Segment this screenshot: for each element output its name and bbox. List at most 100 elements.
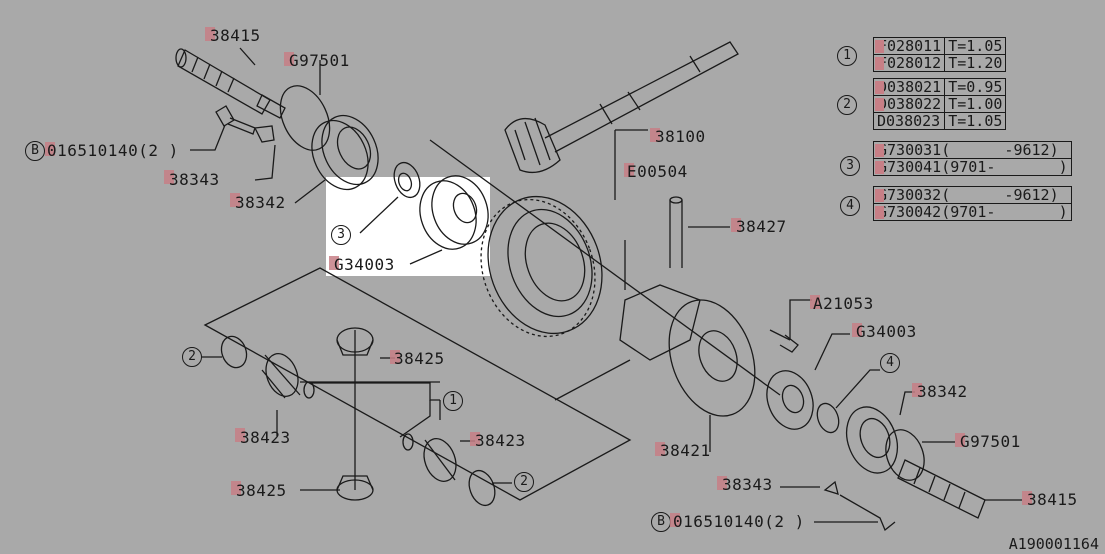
table-callout-1: 1 (837, 46, 857, 66)
callout-3: 3 (331, 225, 351, 245)
label-38343-top: 38343 (169, 170, 220, 189)
marker (717, 476, 727, 490)
bolt-bottom (823, 480, 896, 532)
table-group-4: G730032( -9612) G730042(9701- ) (873, 186, 1072, 221)
marker (284, 52, 294, 66)
oil-seal-right (885, 429, 925, 481)
shim-4 (816, 402, 840, 434)
table-cell-spec: T=1.05 (944, 112, 1007, 130)
washer-2-right (468, 469, 496, 507)
marker (205, 27, 215, 41)
table-row: D038021 T=0.95 (872, 78, 1007, 96)
marker (470, 432, 480, 446)
label-g34003-top: G34003 (334, 255, 395, 274)
marker (231, 481, 241, 495)
side-gear-left (261, 353, 301, 399)
table-cell-part: D038021 (872, 78, 946, 96)
table-row: F028012 T=1.20 (872, 54, 1007, 72)
marker (235, 428, 245, 442)
bearing-g34003-right (766, 370, 814, 430)
table-callout-2: 2 (837, 95, 857, 115)
oil-seal-top (279, 85, 331, 151)
label-38343-bottom: 38343 (722, 475, 773, 494)
label-38427: 38427 (736, 217, 787, 236)
bearing-g34003-top (419, 175, 489, 250)
label-38100: 38100 (655, 127, 706, 146)
bolt-top (215, 105, 275, 143)
marker (731, 218, 741, 232)
callout-2-left: 2 (182, 347, 202, 367)
marker (45, 142, 55, 156)
table-cell-spec: T=1.00 (944, 95, 1007, 113)
table-cell-part: G730031( -9612) (873, 141, 1072, 159)
drawing-id: A190001164 (1008, 535, 1099, 553)
table-callout-3: 3 (840, 156, 860, 176)
snap-ring-left (303, 381, 315, 399)
table-cell-part: D038023 (872, 112, 946, 130)
marker (230, 193, 240, 207)
table-row: G730031( -9612) (873, 141, 1072, 159)
marker (390, 350, 400, 364)
table-cell-part: D038022 (872, 95, 946, 113)
axle-shaft-left (175, 48, 286, 119)
bolt-a21053 (769, 329, 799, 353)
marker (670, 513, 680, 527)
callout-b-top: B (25, 141, 45, 161)
table-row: F028011 T=1.05 (872, 37, 1007, 55)
marker (655, 442, 665, 456)
table-cell-part: F028011 (872, 37, 946, 55)
label-38415-right: 38415 (1027, 490, 1078, 509)
marker (852, 323, 862, 337)
label-38423-left: 38423 (240, 428, 291, 447)
label-g97501-top: G97501 (289, 51, 350, 70)
table-cell-part: G730032( -9612) (873, 186, 1072, 204)
washer-2-left (220, 335, 248, 369)
table-group-2: D038021 T=0.95 D038022 T=1.00 D038023 T=… (872, 78, 1007, 130)
label-38425-top: 38425 (394, 349, 445, 368)
marker (912, 383, 922, 397)
label-a21053: A21053 (813, 294, 874, 313)
ring-gear (480, 195, 603, 338)
table-row: G730041(9701- ) (873, 158, 1072, 176)
shim-3 (393, 161, 421, 199)
callout-1: 1 (443, 391, 463, 411)
table-cell-part: F028012 (872, 54, 946, 72)
drive-pinion-shaft (504, 41, 739, 174)
snap-ring-right (402, 433, 414, 451)
retainer-top (311, 114, 379, 191)
pinion-gear-top (336, 327, 374, 356)
label-38423-right: 38423 (475, 431, 526, 450)
callout-2-right: 2 (514, 472, 534, 492)
table-cell-spec: T=0.95 (944, 78, 1007, 96)
table-row: G730032( -9612) (873, 186, 1072, 204)
marker (624, 163, 634, 177)
table-callout-4: 4 (840, 196, 860, 216)
table-group-3: G730031( -9612) G730041(9701- ) (873, 141, 1072, 176)
label-38415-top: 38415 (210, 26, 261, 45)
table-row: D038022 T=1.00 (872, 95, 1007, 113)
axle-shaft-right (897, 459, 986, 519)
marker (329, 256, 339, 270)
label-38421: 38421 (660, 441, 711, 460)
table-cell-spec: T=1.05 (944, 37, 1007, 55)
label-g34003-right: G34003 (856, 322, 917, 341)
table-row: G730042(9701- ) (873, 203, 1072, 221)
retainer-right (845, 406, 899, 474)
label-016510140-bottom: 016510140(2 ) (673, 512, 805, 531)
table-cell-spec: T=1.20 (944, 54, 1007, 72)
callout-4: 4 (880, 353, 900, 373)
side-gear-right (423, 438, 457, 482)
callout-b-bottom: B (651, 512, 671, 532)
table-row: D038023 T=1.05 (872, 112, 1007, 130)
marker (955, 433, 965, 447)
marker (164, 170, 174, 184)
label-g97501-right: G97501 (960, 432, 1021, 451)
marker (650, 128, 660, 142)
diff-case (619, 284, 756, 417)
marker (810, 295, 820, 309)
label-38342-top: 38342 (235, 193, 286, 212)
table-cell-part: G730041(9701- ) (873, 158, 1072, 176)
label-016510140-top: 016510140(2 ) (47, 141, 179, 160)
table-cell-part: G730042(9701- ) (873, 203, 1072, 221)
